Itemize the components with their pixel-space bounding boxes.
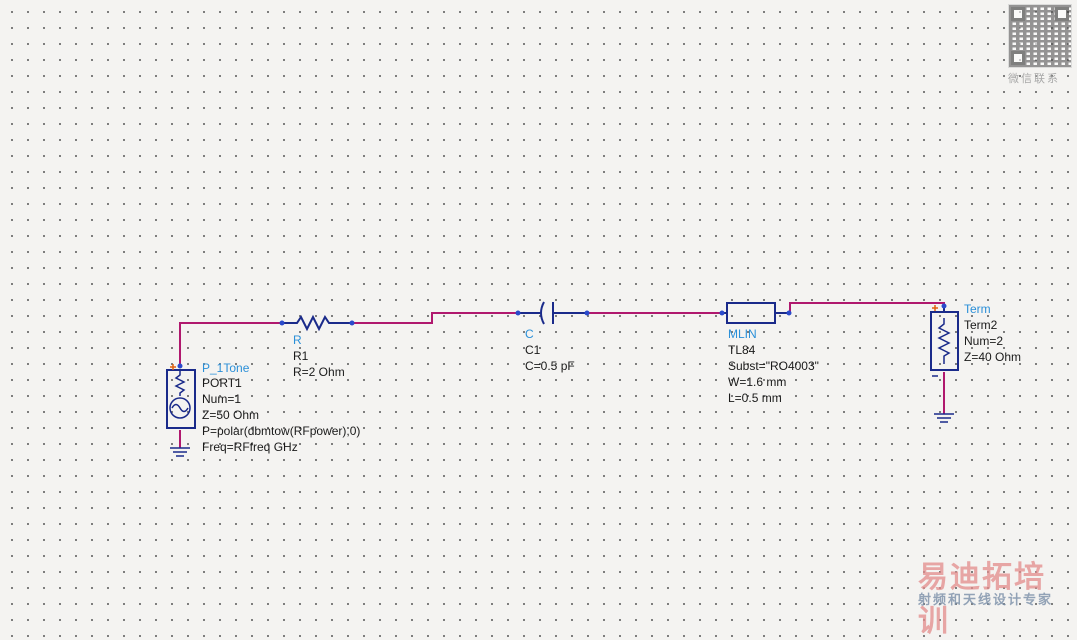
resistor-pin-1[interactable]	[279, 320, 285, 326]
mlin-param: L=0.5 mm	[728, 391, 782, 405]
mlin-type-label: MLIN	[728, 327, 757, 341]
mlin-param: W=1.6 mm	[728, 375, 787, 389]
mlin-name-label: TL84	[728, 343, 756, 357]
term-symbol[interactable]	[930, 307, 959, 371]
mlin-pin-2[interactable]	[786, 310, 792, 316]
term-name-label: Term2	[964, 318, 998, 332]
term-param: Num=2	[964, 334, 1004, 348]
mlin-pin-1[interactable]	[719, 310, 725, 316]
port-source-symbol[interactable]	[166, 369, 196, 429]
port-name-label: PORT1	[202, 376, 242, 390]
port-param: Freq=RFfreq GHz	[202, 440, 298, 454]
capacitor-pin-2[interactable]	[584, 310, 590, 316]
wire-resistor-to-capacitor[interactable]	[350, 312, 518, 324]
slogan-watermark: 射频和天线设计专家	[918, 592, 1054, 607]
port-plus-marker	[170, 364, 176, 370]
port-pin[interactable]	[177, 363, 183, 369]
mlin-param: Subst="RO4003"	[728, 359, 819, 373]
resistor-name-label: R1	[293, 349, 309, 363]
port-param: Z=50 Ohm	[202, 408, 260, 422]
capacitor-pin-1[interactable]	[515, 310, 521, 316]
term-type-label: Term	[964, 302, 991, 316]
port-type-label: P_1Tone	[202, 361, 250, 375]
resistor-type-label: R	[293, 333, 302, 347]
mlin-symbol[interactable]	[722, 302, 788, 324]
wechat-watermark: 微信联系	[1008, 73, 1060, 85]
capacitor-param: C=0.5 pF	[525, 359, 575, 373]
term-ground-icon	[934, 413, 954, 423]
term-pin[interactable]	[941, 303, 947, 309]
resistor-symbol[interactable]	[282, 314, 350, 332]
capacitor-symbol[interactable]	[518, 301, 586, 325]
schematic-canvas[interactable]	[0, 0, 1077, 612]
qr-code-icon	[1008, 4, 1072, 68]
wire-port-to-resistor[interactable]	[179, 322, 282, 365]
term-param: Z=40 Ohm	[964, 350, 1022, 364]
port-param: Num=1	[202, 392, 242, 406]
capacitor-name-label: C1	[525, 343, 541, 357]
wire-mlin-to-term[interactable]	[788, 302, 945, 314]
resistor-param: R=2 Ohm	[293, 365, 345, 379]
capacitor-type-label: C	[525, 327, 534, 341]
brand-watermark: 易迪拓培训	[918, 561, 1046, 638]
port-param: P=polar(dbmtow(RFpower),0)	[202, 424, 361, 438]
term-plus-marker	[932, 305, 938, 311]
port-ground-icon	[170, 447, 190, 457]
resistor-pin-2[interactable]	[349, 320, 355, 326]
